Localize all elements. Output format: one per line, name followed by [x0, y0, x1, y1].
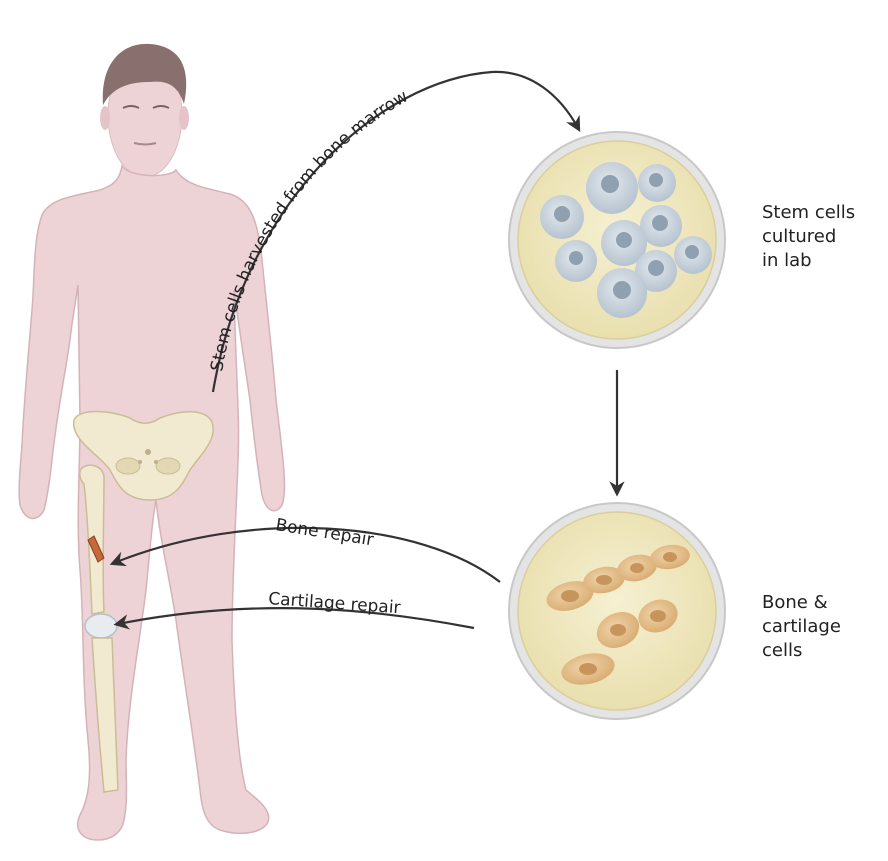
bone-repair-label: Bone repair — [274, 515, 375, 550]
cartilage-repair-label: Cartilage repair — [268, 589, 402, 618]
head — [100, 44, 189, 177]
knee-joint — [85, 614, 117, 638]
bone-cartilage-dish — [509, 503, 725, 719]
stem-cell — [597, 268, 647, 318]
stem-cell — [638, 164, 676, 202]
stem-cell — [674, 236, 712, 274]
stem-cell — [540, 195, 584, 239]
bone-cartilage-cells-label: Bone & cartilage cells — [762, 591, 841, 663]
human-figure-icon — [19, 44, 284, 840]
stem-cell — [555, 240, 597, 282]
stem-cell-dish — [509, 132, 725, 348]
stem-cells-cultured-label: Stem cells cultured in lab — [762, 201, 855, 273]
cartilage-repair-arrow — [118, 608, 474, 628]
stem-cell — [586, 162, 638, 214]
